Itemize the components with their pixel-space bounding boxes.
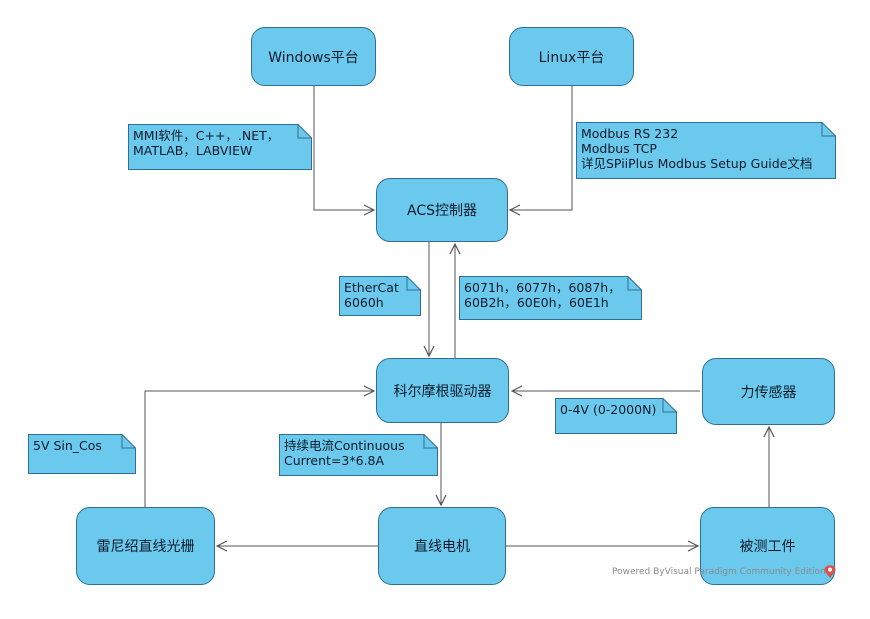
note-sin-cos: 5V Sin_Cos (28, 434, 136, 474)
note-objects-line-1: 6071h，6077h，6087h， (464, 280, 621, 295)
node-force-sensor[interactable]: 力传感器 (702, 358, 835, 425)
note-sin-cos-line-1: 5V Sin_Cos (33, 438, 102, 453)
note-force-range-line-1: 0-4V (0-2000N) (560, 402, 657, 417)
note-ethercat-line-1: EtherCat (344, 280, 399, 295)
node-linux-label: Linux平台 (538, 49, 605, 66)
wire-grating-drive (144, 391, 374, 507)
wire-windows-acs (313, 86, 374, 210)
note-object-indexes: 6071h，6077h，6087h，60B2h，60E0h，60E1h (459, 276, 642, 320)
node-workpiece-label: 被测工件 (739, 539, 796, 555)
node-renishaw-grating[interactable]: 雷尼绍直线光栅 (76, 507, 215, 585)
note-mmi-line-2: MATLAB，LABVIEW (133, 143, 253, 158)
node-linux[interactable]: Linux平台 (509, 27, 634, 86)
note-mmi-line-1: MMI软件，C++，.NET， (133, 128, 280, 143)
node-motor-label: 直线电机 (414, 539, 470, 555)
note-mmi: MMI软件，C++，.NET，MATLAB，LABVIEW (128, 124, 312, 170)
note-modbus-line-3: 详见SPiiPlus Modbus Setup Guide文档 (581, 156, 813, 171)
note-ethercat-line-2: 6060h (344, 295, 384, 310)
node-grating-label: 雷尼绍直线光栅 (96, 539, 195, 555)
node-sensor-label: 力传感器 (740, 384, 797, 401)
visual-paradigm-logo-icon (824, 565, 836, 578)
node-windows[interactable]: Windows平台 (251, 27, 376, 86)
note-force-range: 0-4V (0-2000N) (555, 398, 677, 434)
node-windows-label: Windows平台 (268, 49, 359, 66)
note-objects-line-2: 60B2h，60E0h，60E1h (464, 295, 609, 310)
wire-linux-acs (510, 86, 573, 210)
note-current-line-2: Current=3*6.8A (284, 453, 385, 468)
note-modbus-line-2: Modbus TCP (581, 141, 657, 156)
watermark-text: Powered ByVisual Paradigm Community Edit… (612, 567, 826, 577)
node-kollmorgen-drive[interactable]: 科尔摩根驱动器 (376, 358, 509, 423)
node-acs-label: ACS控制器 (407, 203, 477, 219)
note-current-line-1: 持续电流Continuous (284, 438, 405, 453)
node-acs-controller[interactable]: ACS控制器 (376, 178, 508, 242)
note-modbus-line-1: Modbus RS 232 (581, 126, 679, 141)
node-workpiece[interactable]: 被测工件 (700, 507, 835, 585)
node-linear-motor[interactable]: 直线电机 (378, 507, 506, 585)
node-drive-label: 科尔摩根驱动器 (393, 383, 492, 400)
